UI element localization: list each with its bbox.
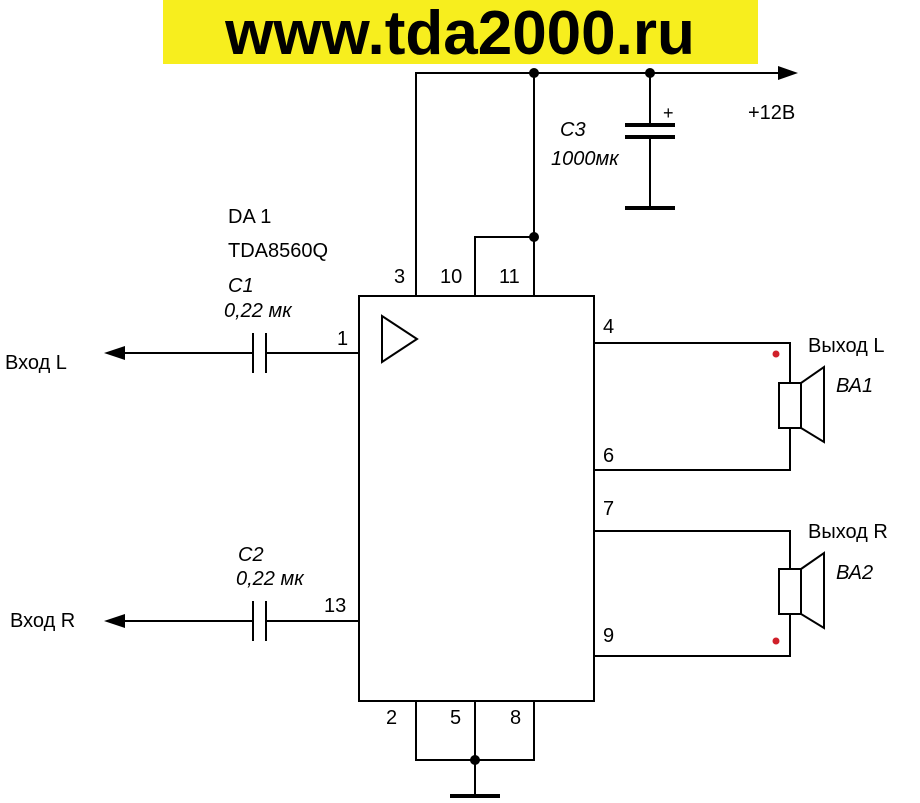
ba2-label: ВА2: [836, 562, 873, 584]
ic-body: [358, 295, 595, 702]
amplifier-icon: [381, 314, 419, 364]
pin-6-label: 6: [603, 445, 614, 467]
ic-part: TDA8560Q: [228, 240, 328, 262]
pin-1-label: 1: [337, 328, 348, 350]
speaker-ba1: [594, 342, 825, 471]
pin-3-label: 3: [394, 266, 405, 288]
c3-value: 1000мк: [551, 148, 620, 170]
ic-ref: DA 1: [228, 206, 271, 228]
ba1-label: ВА1: [836, 375, 873, 397]
c2-value: 0,22 мк: [236, 568, 305, 590]
pin-11-label: 11: [499, 266, 520, 288]
pin-9-label: 9: [603, 625, 614, 647]
pin-4-label: 4: [603, 316, 614, 338]
pin-10-label: 10: [440, 266, 462, 288]
input-left-line: [104, 333, 359, 373]
power-label: +12В: [748, 102, 795, 124]
site-banner: www.tda2000.ru: [224, 0, 695, 68]
input-right-line: [104, 601, 359, 641]
pin-7-label: 7: [603, 498, 614, 520]
output-left-label: Выход L: [808, 335, 885, 357]
c1-ref: С1: [228, 275, 254, 297]
capacitor-c3: [625, 73, 675, 210]
pin-5-label: 5: [450, 707, 461, 729]
c3-ref: С3: [560, 119, 586, 141]
banner-background: [163, 0, 758, 64]
pin-2-label: 2: [386, 707, 397, 729]
output-right-label: Выход R: [808, 521, 888, 543]
c1-value: 0,22 мк: [224, 300, 293, 322]
pin-8-label: 8: [510, 707, 521, 729]
input-right-label: Вход R: [10, 610, 75, 632]
pin-13-label: 13: [324, 595, 346, 617]
c3-polarity: +: [663, 103, 674, 123]
c2-ref: С2: [238, 544, 264, 566]
input-left-label: Вход L: [5, 352, 67, 374]
ground-symbol: [415, 701, 535, 798]
speaker-ba2: [594, 530, 825, 657]
power-rail: [415, 66, 798, 296]
